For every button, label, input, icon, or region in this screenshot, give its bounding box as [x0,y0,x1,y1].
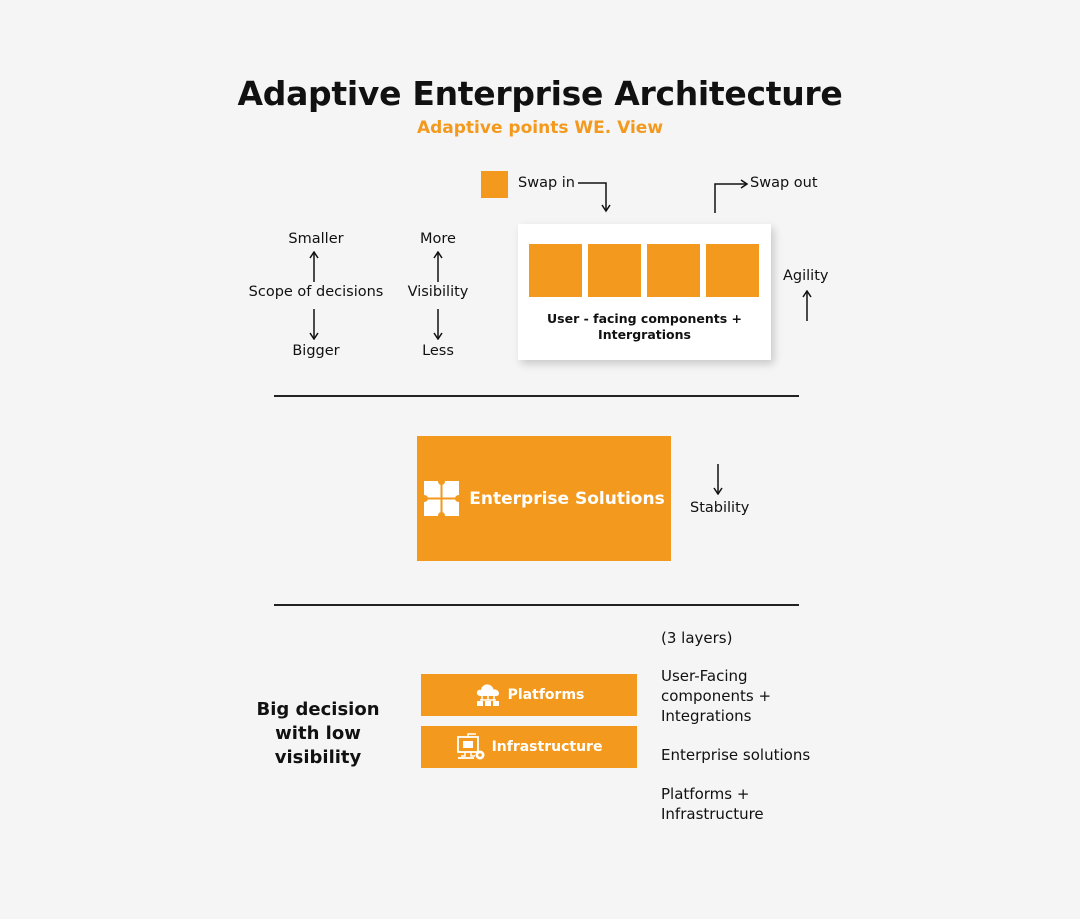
component-block [588,244,641,297]
enterprise-solutions-label: Enterprise Solutions [469,488,665,509]
component-block [647,244,700,297]
scope-bottom-label: Bigger [292,343,340,359]
page-subtitle: Adaptive points WE. View [416,118,664,138]
layers-item1-line1: User-Facing [661,667,748,685]
big-decision-line1: Big decision [256,699,380,720]
divider-bottom [274,604,799,606]
big-decision-text: Big decision with low visibility [250,698,386,770]
page-title: Adaptive Enterprise Architecture [237,74,843,113]
divider-top [274,395,799,397]
visibility-top-label: More [420,231,456,247]
visibility-down-arrow-icon [433,309,443,340]
component-block [529,244,582,297]
swap-in-arrow-icon [578,182,611,213]
user-facing-card: User - facing components + Intergrations [518,224,771,360]
swap-out-label: Swap out [750,175,818,191]
scope-up-arrow-icon [309,251,319,282]
swap-in-swatch [481,171,508,198]
enterprise-solutions-block: Enterprise Solutions [417,436,671,561]
visibility-up-arrow-icon [433,251,443,282]
big-decision-line2: with low [275,723,361,744]
layers-item-platforms: Platforms + Infrastructure [661,784,764,824]
agility-label: Agility [783,268,829,284]
scope-top-label: Smaller [288,231,344,247]
server-monitor-icon [456,733,485,760]
platforms-block: Platforms [421,674,637,716]
puzzle-icon [424,480,460,516]
big-decision-line3: visibility [274,747,362,768]
swap-out-arrow-icon [714,179,749,213]
layers-item1-line3: Integrations [661,707,752,725]
scope-down-arrow-icon [309,309,319,340]
layers-heading: (3 layers) [661,629,733,647]
visibility-middle-label: Visibility [407,284,469,300]
stability-label: Stability [690,500,750,516]
layers-item3-line1: Platforms + [661,785,750,803]
component-block [706,244,759,297]
cloud-network-icon [476,684,499,706]
visibility-bottom-label: Less [422,343,454,359]
layers-item3-line2: Infrastructure [661,805,764,823]
swap-in-label: Swap in [518,175,575,191]
user-facing-label: User - facing components + Intergrations [518,311,771,343]
infrastructure-block: Infrastructure [421,726,637,768]
scope-middle-label: Scope of decisions [248,284,384,300]
user-facing-label-line2: Intergrations [598,327,691,342]
layers-item-user-facing: User-Facing components + Integrations [661,666,771,726]
platforms-label: Platforms [507,687,585,703]
layers-item-enterprise: Enterprise solutions [661,746,811,764]
stability-down-arrow-icon [713,464,723,495]
user-facing-label-line1: User - facing components + [547,311,742,326]
agility-up-arrow-icon [802,290,812,321]
infrastructure-label: Infrastructure [491,739,603,755]
layers-item1-line2: components + [661,687,772,705]
